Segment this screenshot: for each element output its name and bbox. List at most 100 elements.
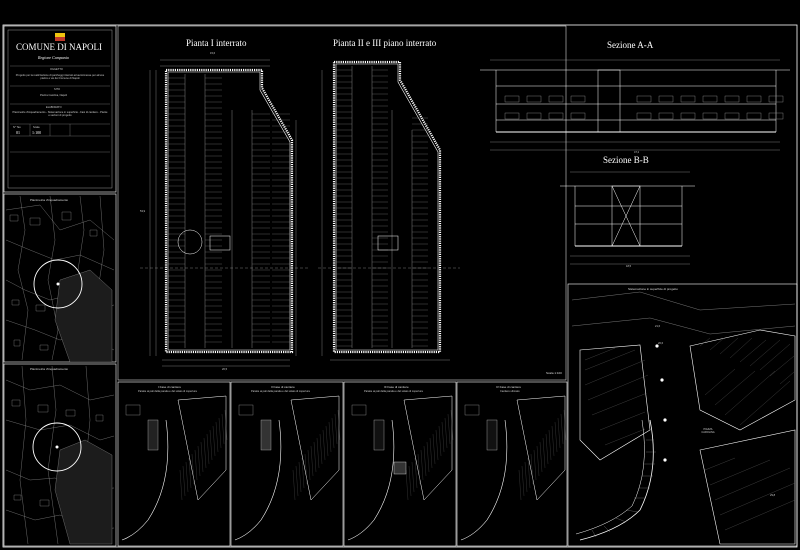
phase-hatch-line: [432, 433, 436, 465]
phase-hatch-line: [539, 441, 543, 473]
phase-hatch-line: [429, 437, 433, 469]
phase-hatch-line: [325, 425, 329, 457]
car-outline: [724, 112, 740, 120]
subject-label: OGGETTO: [50, 68, 63, 71]
phase-walkway-arc: [347, 419, 395, 541]
floor-plan-1-title: Pianta I interrato: [186, 38, 247, 48]
car-outline: [658, 95, 674, 103]
phase-hatch-line: [212, 425, 216, 457]
phase-hatch-line: [408, 465, 412, 497]
phase-site-area: [486, 419, 498, 451]
phase-hatch-line: [536, 445, 540, 477]
surface-plan-title: Sistemazione in superficie di progetto: [628, 287, 678, 291]
phase-walkway-arc: [121, 419, 169, 541]
car-outline: [702, 95, 718, 103]
phase-hatch-line: [545, 433, 549, 465]
phase-site-area: [373, 419, 385, 451]
sheet-value: 01: [16, 130, 20, 135]
coat-of-arms-icon: [55, 33, 65, 41]
phase-hatch-line: [188, 457, 192, 489]
phase-site-block: [393, 461, 407, 475]
phase-hatch-line: [179, 469, 183, 501]
car-outline: [570, 112, 586, 120]
phase-hatch-line: [524, 461, 528, 493]
piazza-label: PIAZZA CAROLINA: [701, 428, 715, 434]
car-outline: [548, 112, 564, 120]
car-outline: [680, 95, 696, 103]
phase-building-block: [238, 404, 254, 416]
car-outline: [746, 95, 762, 103]
phase-hatch-line: [420, 449, 424, 481]
phase-hatch-line: [447, 413, 451, 445]
phase-hatch-line: [301, 457, 305, 489]
phase-building-outline: [177, 395, 227, 501]
phase-building-outline: [516, 395, 566, 501]
phase-building-outline: [403, 395, 453, 501]
phase-hatch-line: [444, 417, 448, 449]
elevation-2: 29,8: [770, 494, 776, 497]
phase-hatch-line: [304, 453, 308, 485]
phase-hatch-line: [185, 461, 189, 493]
phase-hatch-line: [218, 417, 222, 449]
phase-hatch-line: [224, 409, 228, 441]
car-outline: [504, 95, 520, 103]
floor-plan-dim-side: 53,9: [140, 210, 146, 213]
section-aa-title: Sezione A-A: [607, 40, 654, 50]
phase-hatch-line: [414, 457, 418, 489]
phase-hatch-line: [557, 417, 561, 449]
car-outline: [768, 95, 784, 103]
phase-site-area: [260, 419, 272, 451]
phase-building-block: [464, 404, 480, 416]
phase-hatch-line: [334, 413, 338, 445]
location-plan-2-title: Planimetria d'inquadramento: [30, 367, 69, 371]
car-outline: [526, 95, 542, 103]
municipality-name: COMUNE DI NAPOLI: [16, 42, 102, 52]
phase-hatch-line: [518, 469, 522, 501]
floor-plan-dim-top: 15,6: [210, 52, 216, 55]
phase-hatch-line: [206, 433, 210, 465]
phase-hatch-line: [313, 441, 317, 473]
phase-hatch-line: [337, 409, 341, 441]
region-name: Regione Campania: [38, 55, 69, 60]
phase-hatch-line: [554, 421, 558, 453]
phase-hatch-line: [551, 425, 555, 457]
car-outline: [570, 95, 586, 103]
phase-hatch-line: [292, 469, 296, 501]
car-outline: [636, 112, 652, 120]
phase-2-title: II Fase di cantiere: [271, 385, 295, 389]
elevation-1: 21,6: [655, 325, 661, 328]
phase-hatch-line: [423, 445, 427, 477]
site-text: Piazza Carolina, Napoli: [40, 94, 67, 97]
sheet-label: N° Tav.: [13, 126, 22, 129]
phase-hatch-line: [530, 453, 534, 485]
phase-hatch-line: [310, 445, 314, 477]
phase-1-subtitle: Paratie ai pali della paratia e del sola…: [138, 390, 197, 393]
phase-4-title: IV Fase di cantiere: [496, 385, 522, 389]
phase-3-subtitle: Paratie ai pali della paratia e del sola…: [364, 390, 423, 393]
phase-hatch-line: [215, 421, 219, 453]
phase-hatch-line: [441, 421, 445, 453]
phase-3-title: III Fase di cantiere: [384, 385, 409, 389]
phase-1-title: I Fase di cantiere: [158, 385, 182, 389]
location-plan-1-title: Planimetria d'inquadramento: [30, 198, 69, 202]
phase-hatch-line: [563, 409, 567, 441]
phase-hatch-line: [560, 413, 564, 445]
phase-walkway-arc: [234, 419, 282, 541]
phase-hatch-line: [191, 453, 195, 485]
section-bb-title: Sezione B-B: [603, 155, 649, 165]
phase-hatch-line: [411, 461, 415, 493]
car-outline: [526, 112, 542, 120]
phase-hatch-line: [417, 453, 421, 485]
phase-hatch-line: [328, 421, 332, 453]
phase-hatch-line: [194, 449, 198, 481]
car-outline: [658, 112, 674, 120]
scale-value: 1:100: [32, 130, 42, 135]
